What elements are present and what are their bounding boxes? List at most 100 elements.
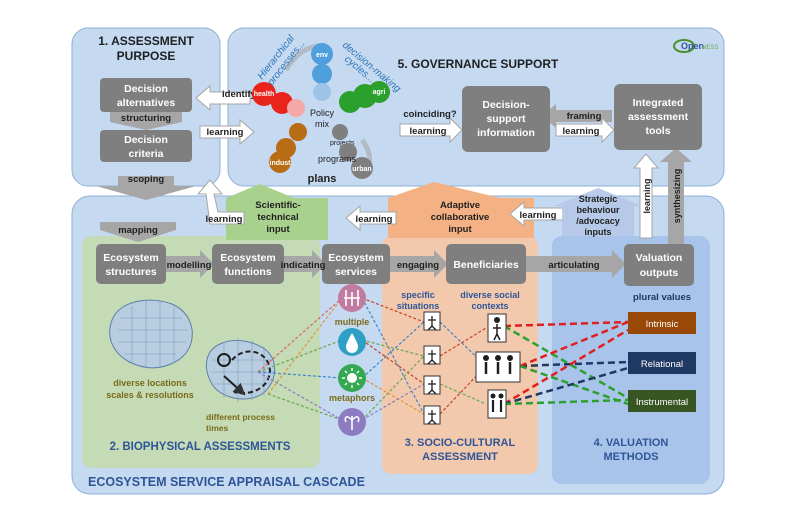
instrumental-value-box: Instrumental <box>628 390 696 412</box>
identifying-label: identifying <box>222 89 270 100</box>
adaptive-input-arrow <box>388 182 534 238</box>
biophysical-panel <box>82 236 320 468</box>
svg-text:NESS: NESS <box>702 45 718 51</box>
learning-mid-label: learning <box>356 214 393 225</box>
process-times-label-1: different process <box>206 412 275 422</box>
engaging-label: engaging <box>397 260 439 271</box>
health-label: health <box>254 91 275 98</box>
value-connections <box>503 320 629 406</box>
plural-values-label: plural values <box>633 292 691 303</box>
synthesizing-arrow <box>660 148 692 244</box>
svg-text:outputs: outputs <box>640 267 679 279</box>
learning-right-arrow <box>509 200 567 228</box>
intrinsic-value-box: Intrinsic <box>628 312 696 334</box>
diverse-contexts-label-2: contexts <box>471 301 508 311</box>
structuring-arrow <box>110 112 182 130</box>
svg-text:information: information <box>477 127 535 139</box>
synthesizing-label: synthesizing <box>672 169 682 224</box>
learning-tools-label: learning <box>563 126 600 137</box>
mapping-arrow <box>100 222 176 242</box>
learning-mid-arrow <box>345 204 397 232</box>
decision-criteria-box: Decision criteria <box>100 130 192 162</box>
socio-cultural-title-2: ASSESSMENT <box>422 451 498 463</box>
service-icon-plant <box>338 408 366 436</box>
svg-text:Beneficiaries: Beneficiaries <box>453 259 519 271</box>
strategic-input-label-2: behaviour <box>576 205 620 215</box>
activity-icons <box>423 311 441 425</box>
people-icons <box>475 313 521 419</box>
mapping-label: mapping <box>118 225 158 236</box>
learning-left-arrow <box>196 179 245 225</box>
policy-mix-label-2: mix <box>315 119 329 129</box>
governance-support-title: 5. GOVERNANCE SUPPORT <box>398 57 559 71</box>
service-icon-cultural <box>338 284 366 312</box>
svg-text:Relational: Relational <box>641 359 683 370</box>
biophysical-title: 2. BIOPHYSICAL ASSESSMENTS <box>110 441 291 453</box>
valuation-title-1: 4. VALUATION <box>594 437 669 449</box>
modelling-label: modelling <box>167 260 212 271</box>
svg-text:assessment: assessment <box>628 111 689 123</box>
engaging-arrow <box>388 250 448 278</box>
diverse-locations-label-2: scales & resolutions <box>106 390 194 400</box>
svg-text:alternatives: alternatives <box>117 97 176 109</box>
coinciding-label: coinciding? <box>403 109 457 120</box>
svg-text:services: services <box>335 266 377 278</box>
ecosystem-services-box: Ecosystem services <box>322 244 390 284</box>
scientific-input-arrow <box>226 184 328 240</box>
multiple-label: multiple <box>335 317 370 327</box>
learning-vertical-arrow <box>632 153 660 239</box>
adaptive-input-label-1: Adaptive <box>440 200 480 211</box>
service-icon-water <box>338 328 366 356</box>
scientific-input-label-3: input <box>266 224 290 235</box>
ecosystem-structures-box: Ecosystem structures <box>96 244 166 284</box>
plans-label: plans <box>308 173 337 185</box>
svg-text:Valuation: Valuation <box>636 252 683 264</box>
learning-vertical-label: learning <box>642 178 652 213</box>
framing-label: framing <box>567 111 602 122</box>
specific-situations-label-2: situations <box>397 301 440 311</box>
svg-text:Ecosystem: Ecosystem <box>220 252 275 264</box>
valuation-outputs-box: Valuation outputs <box>624 244 694 286</box>
svg-text:Decision: Decision <box>124 134 168 146</box>
strategic-input-arrow <box>554 188 642 236</box>
metaphors-label: metaphors <box>329 393 375 403</box>
learning-purpose-label: learning <box>207 127 244 138</box>
indust-label: indust <box>270 160 292 167</box>
svg-text:functions: functions <box>224 266 271 278</box>
cascade-title: ECOSYSTEM SERVICE APPRAISAL CASCADE <box>88 475 365 489</box>
indicating-arrow <box>284 250 326 278</box>
svg-text:Ecosystem: Ecosystem <box>328 252 383 264</box>
strategic-input-label-3: /advocacy <box>576 216 620 226</box>
openness-logo: Open NESS <box>673 39 718 53</box>
articulating-arrow <box>526 250 626 278</box>
programs-label: programs <box>318 154 357 164</box>
beneficiaries-box: Beneficiaries <box>446 244 526 284</box>
socio-cultural-title-1: 3. SOCIO-CULTURAL <box>405 437 516 449</box>
identifying-arrow <box>195 84 251 112</box>
svg-text:structures: structures <box>105 266 157 278</box>
svg-text:Integrated: Integrated <box>633 97 684 109</box>
svg-text:support: support <box>486 113 526 125</box>
strategic-input-label-4: inputs <box>585 227 612 237</box>
svg-text:criteria: criteria <box>128 148 163 160</box>
framing-arrow <box>542 104 612 128</box>
integrated-tools-box: Integrated assessment tools <box>614 84 702 150</box>
scoping-label: scoping <box>128 174 165 185</box>
decision-support-box: Decision- support information <box>462 86 550 152</box>
assessment-purpose-title-1: 1. ASSESSMENT <box>98 34 194 48</box>
learning-purpose-arrow <box>199 118 255 146</box>
diverse-contexts-label-1: diverse social <box>460 290 520 300</box>
learning-tools-arrow <box>555 116 615 144</box>
projects-label: projects <box>330 140 355 147</box>
svg-text:agri: agri <box>373 89 386 96</box>
adaptive-input-label-3: input <box>448 224 472 235</box>
learning-left-label: learning <box>206 214 243 225</box>
learning-right-label: learning <box>520 210 557 221</box>
svg-text:Ecosystem: Ecosystem <box>103 252 158 264</box>
ecosystem-functions-box: Ecosystem functions <box>212 244 284 284</box>
scientific-input-label-1: Scientific- <box>255 200 300 211</box>
strategic-input-label-1: Strategic <box>579 194 618 204</box>
learning-gov-arrow <box>399 116 463 144</box>
svg-text:Intrinsic: Intrinsic <box>646 319 679 330</box>
